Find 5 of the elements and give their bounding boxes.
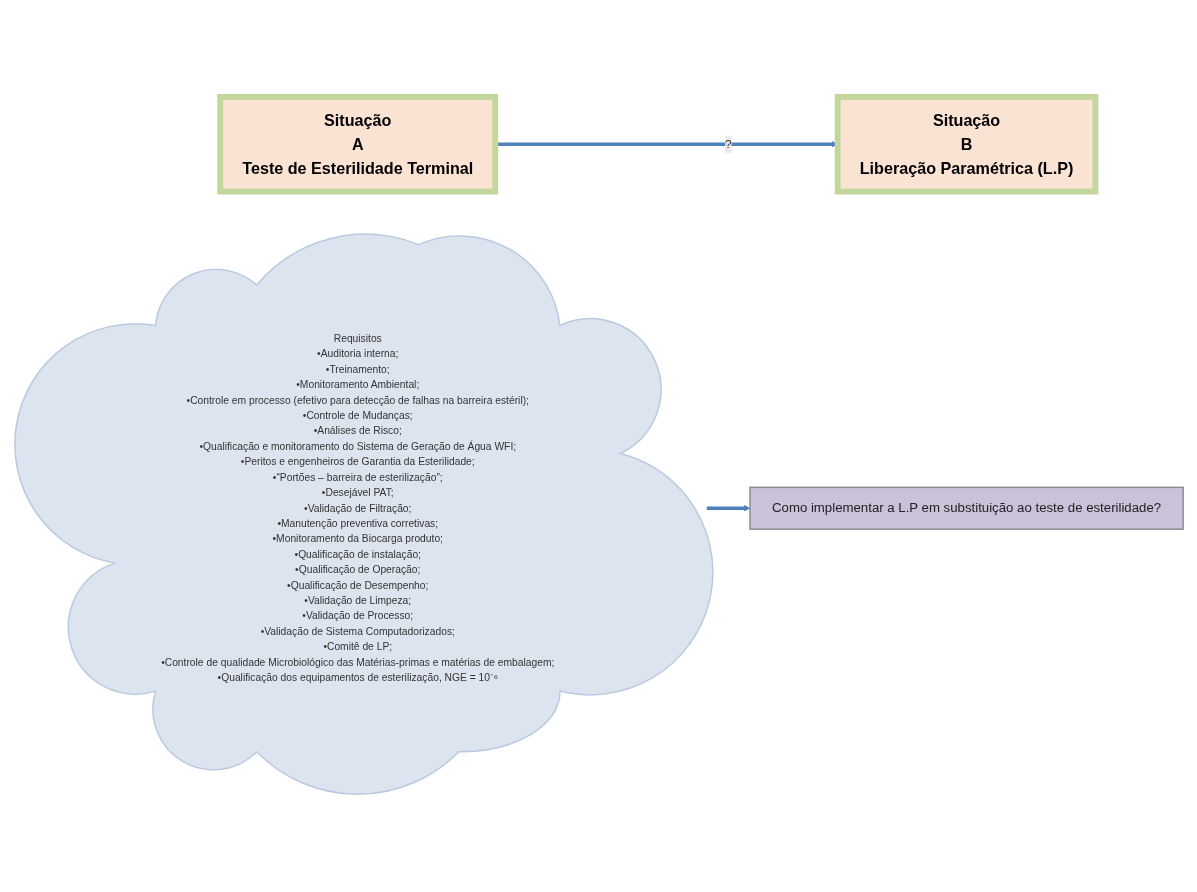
node-box: Como implementar a L.P em substituição ao teste de esterilidade? [748,487,1184,531]
edge-label: ? [724,138,732,151]
node-box: Situação B Liberação Paramétrica (L.P) [834,94,1098,195]
node-box: Situação A Teste de Esterilidade Terminal [216,94,498,195]
arrow [706,505,750,512]
